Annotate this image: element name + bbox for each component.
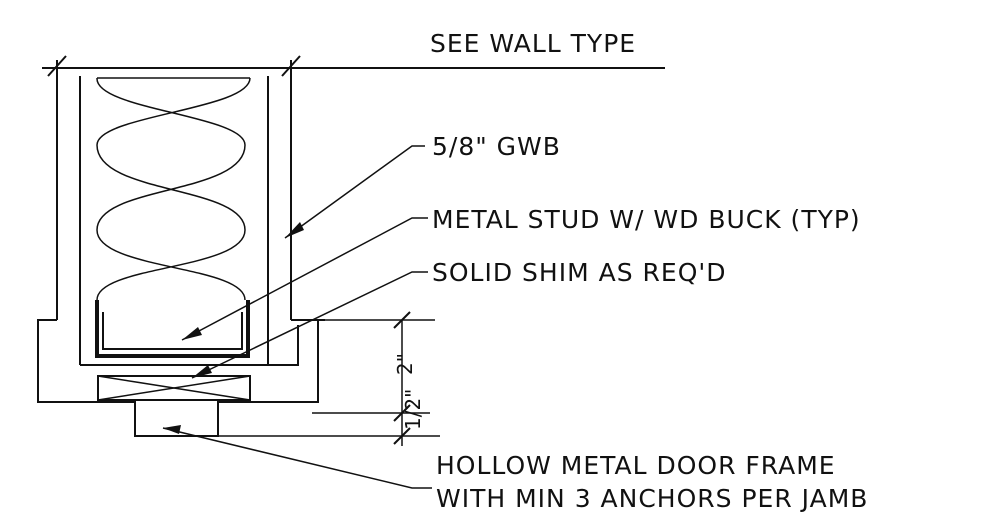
label-frame-line2: WITH MIN 3 ANCHORS PER JAMB <box>436 484 868 513</box>
label-gwb: 5/8" GWB <box>432 132 561 161</box>
label-solid-shim: SOLID SHIM AS REQ'D <box>432 258 727 287</box>
gypsum-board-layers <box>56 76 292 365</box>
dimension-string <box>218 311 440 446</box>
dimension-2in: 2" <box>393 353 417 375</box>
label-frame-line1: HOLLOW METAL DOOR FRAME <box>436 451 836 480</box>
metal-stud-wood-buck <box>95 300 250 358</box>
wall-type-reference <box>42 55 665 77</box>
label-see-wall-type: SEE WALL TYPE <box>430 29 636 58</box>
batt-insulation <box>96 77 251 301</box>
dimension-half-in: 1/2" <box>401 389 425 430</box>
leader-lines <box>162 145 432 489</box>
hollow-metal-door-frame <box>37 319 325 437</box>
solid-shim <box>97 375 251 401</box>
label-metal-stud: METAL STUD W/ WD BUCK (TYP) <box>432 205 861 234</box>
